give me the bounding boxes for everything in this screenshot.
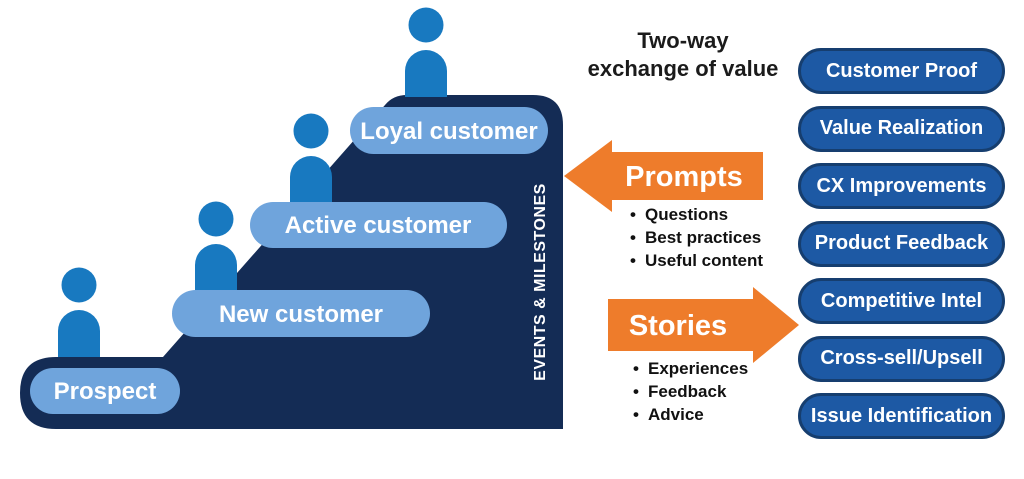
stories-arrow: Stories — [608, 287, 799, 363]
prompts-bullet-item: Best practices — [630, 226, 763, 249]
stories-bullet-item: Feedback — [633, 380, 748, 403]
stage-pill-new-customer: New customer — [172, 290, 430, 337]
prompts-bullet-list: Questions Best practices Useful content — [630, 203, 763, 272]
stories-arrow-label: Stories — [629, 310, 727, 342]
prompts-arrow: Prompts — [564, 140, 763, 212]
stories-bullet-item: Experiences — [633, 357, 748, 380]
value-pill-cross-sell-upsell: Cross-sell/Upsell — [798, 335, 1005, 382]
person-icon-new-customer — [195, 201, 237, 291]
person-icon-active-customer — [290, 113, 332, 203]
stories-bullet-list: Experiences Feedback Advice — [633, 357, 748, 426]
stage-pill-active-customer-label: Active customer — [285, 212, 472, 239]
value-pill-value-realization: Value Realization — [798, 105, 1005, 152]
page-title-line1: Two-way — [637, 28, 729, 53]
value-pill-cx-improvements: CX Improvements — [798, 163, 1005, 209]
staircase-shape — [20, 95, 563, 429]
prompts-bullet-item: Questions — [630, 203, 763, 226]
value-pill-customer-proof: Customer Proof — [798, 48, 1005, 94]
stage-pill-loyal-customer: Loyal customer — [350, 107, 548, 154]
stage-pill-new-customer-label: New customer — [219, 301, 383, 328]
person-icon-prospect — [58, 267, 100, 357]
value-items-column: Customer Proof Value Realization CX Impr… — [798, 48, 1005, 439]
person-icon-loyal-customer — [405, 7, 447, 97]
value-pill-competitive-intel: Competitive Intel — [798, 278, 1005, 324]
stories-arrow-shape — [608, 287, 799, 363]
prompts-arrow-shape — [564, 140, 763, 212]
prompts-bullet-item: Useful content — [630, 249, 763, 272]
page-title-line2: exchange of value — [587, 56, 779, 82]
prompts-arrow-label: Prompts — [625, 161, 743, 193]
value-pill-issue-identification: Issue Identification — [798, 393, 1005, 439]
events-milestones-label: EVENTS & MILESTONES — [532, 183, 549, 381]
page-title: Two-way exchange of value — [563, 27, 803, 83]
stage-pill-loyal-customer-label: Loyal customer — [360, 118, 537, 145]
stage-pill-prospect: Prospect — [30, 368, 180, 414]
stage-pill-active-customer: Active customer — [250, 202, 507, 248]
stories-bullet-item: Advice — [633, 403, 748, 426]
stage-pill-prospect-label: Prospect — [54, 378, 157, 405]
value-pill-product-feedback: Product Feedback — [798, 220, 1005, 267]
